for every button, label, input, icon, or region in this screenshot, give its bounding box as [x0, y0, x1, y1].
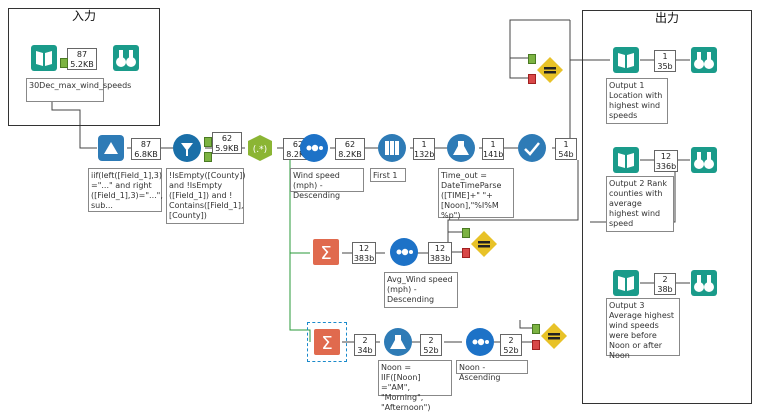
filter-icon	[181, 143, 193, 156]
summarize-tool[interactable]: Σ	[312, 238, 340, 266]
summarize-tool[interactable]: Σ	[313, 328, 341, 356]
sample-icon	[385, 141, 399, 155]
equals-icon	[471, 231, 497, 257]
svg-text:(.*): (.*)	[253, 145, 267, 155]
sort-icon	[396, 248, 413, 256]
svg-text:Σ: Σ	[320, 243, 331, 264]
output-data-tool[interactable]	[612, 46, 640, 74]
right-input-anchor[interactable]	[528, 74, 536, 84]
connection-line[interactable]	[447, 160, 579, 233]
equals-icon	[541, 323, 567, 349]
input-container[interactable]: 入力	[8, 8, 160, 126]
check-icon	[524, 142, 540, 156]
tool-annotation: Output 1 Location with highest wind spee…	[606, 78, 668, 124]
regex-icon: (.*)	[248, 135, 272, 161]
book-icon	[31, 45, 57, 71]
tool-annotation: Avg_Wind speed (mph) - Descending	[384, 272, 458, 308]
tool-annotation: 30Dec_max_wind_speeds	[26, 78, 131, 102]
formula-icon	[98, 135, 124, 161]
connection-line[interactable]	[519, 320, 532, 329]
sort-icon	[306, 144, 323, 152]
browse-tool[interactable]	[690, 46, 718, 74]
connection-line[interactable]	[509, 58, 528, 79]
binoculars-icon	[691, 147, 717, 173]
tool-annotation: iif(left([Field_1],3) ="..." and right (…	[88, 168, 163, 212]
connection-line[interactable]	[51, 90, 97, 149]
sample-tool[interactable]	[378, 134, 406, 162]
input-container-title: 入力	[71, 9, 96, 23]
binoculars-icon	[113, 45, 139, 71]
tool-annotation: Wind speed (mph) - Descending	[290, 168, 364, 200]
output-data-tool[interactable]	[612, 269, 640, 297]
false-anchor[interactable]	[204, 152, 212, 162]
sort-tool[interactable]	[390, 238, 418, 266]
book-icon	[613, 147, 639, 173]
select-tool[interactable]	[518, 134, 546, 162]
browse-tool[interactable]	[112, 44, 140, 72]
join-tool[interactable]	[470, 230, 498, 258]
right-input-anchor[interactable]	[532, 340, 540, 350]
left-input-anchor[interactable]	[528, 54, 536, 64]
selected-connection-line[interactable]	[289, 158, 311, 342]
tool-annotation: !IsEmpty([County]) and !IsEmpty ([Field_…	[166, 168, 246, 224]
tool-annotation: Time_out = DateTimeParse ([TIME]+" "+ [N…	[438, 168, 514, 220]
right-input-anchor[interactable]	[462, 248, 470, 258]
sigma-icon: Σ	[314, 329, 340, 355]
tool-annotation: Output 3 Average highest wind speeds wer…	[606, 298, 680, 360]
filter-tool[interactable]	[173, 134, 201, 162]
browse-tool[interactable]	[690, 146, 718, 174]
output-data-tool[interactable]	[612, 146, 640, 174]
sort-icon	[472, 338, 489, 346]
binoculars-icon	[691, 270, 717, 296]
sort-tool[interactable]	[300, 134, 328, 162]
browse-tool[interactable]	[690, 269, 718, 297]
sigma-icon: Σ	[313, 239, 339, 265]
tool-annotation: Output 2 Rank counties with average high…	[606, 176, 674, 232]
equals-icon	[537, 57, 563, 83]
tool-annotation: Noon - Ascending	[456, 360, 528, 382]
join-tool[interactable]	[536, 56, 564, 84]
true-anchor[interactable]	[204, 137, 212, 147]
output-container[interactable]: 出力	[582, 10, 752, 404]
left-input-anchor[interactable]	[532, 324, 540, 334]
regex-parse-tool[interactable]: (.*)	[246, 134, 274, 162]
tool-annotation: First 1	[370, 168, 406, 182]
formula-tool[interactable]	[447, 134, 475, 162]
output-anchor[interactable]	[60, 58, 68, 68]
left-input-anchor[interactable]	[462, 228, 470, 238]
tool-annotation: Noon = IIF([Noon] ="AM", "Morning", "Aft…	[378, 360, 452, 412]
connection-line[interactable]	[509, 19, 570, 59]
flask-icon	[390, 335, 406, 349]
formula-tool[interactable]	[384, 328, 412, 356]
book-icon	[613, 270, 639, 296]
output-container-title: 出力	[654, 11, 679, 25]
selection-box	[307, 322, 347, 362]
flask-icon	[453, 141, 469, 155]
input-data-tool[interactable]	[30, 44, 58, 72]
svg-text:Σ: Σ	[321, 333, 332, 354]
binoculars-icon	[691, 47, 717, 73]
sort-tool[interactable]	[466, 328, 494, 356]
formula-tool[interactable]	[97, 134, 125, 162]
book-icon	[613, 47, 639, 73]
join-tool[interactable]	[540, 322, 568, 350]
